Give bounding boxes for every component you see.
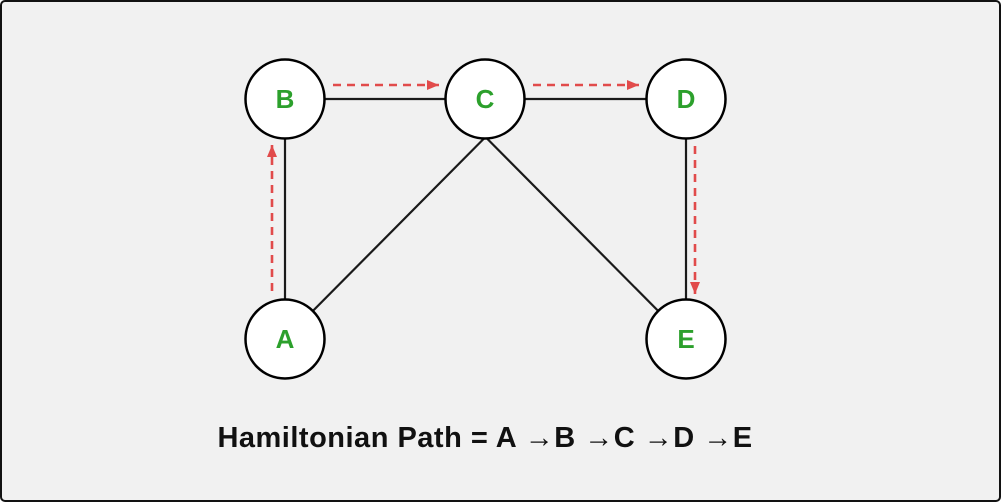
node-label-E: E (677, 324, 694, 354)
node-label-B: B (276, 84, 295, 114)
nodes-layer: A B C D E (244, 58, 727, 380)
node-A (244, 298, 326, 380)
node-label-D: D (677, 84, 696, 114)
node-C (444, 58, 526, 140)
hamiltonian-path-caption: Hamiltonian Path = A →B →C →D →E (217, 422, 753, 454)
path-arrows-layer (267, 80, 700, 294)
node-label-C: C (476, 84, 495, 114)
node-E (645, 298, 727, 380)
node-label-A: A (276, 324, 295, 354)
node-D (645, 58, 727, 140)
node-B (244, 58, 326, 140)
edge-A-C (284, 136, 487, 340)
edge-C-E (484, 136, 687, 340)
